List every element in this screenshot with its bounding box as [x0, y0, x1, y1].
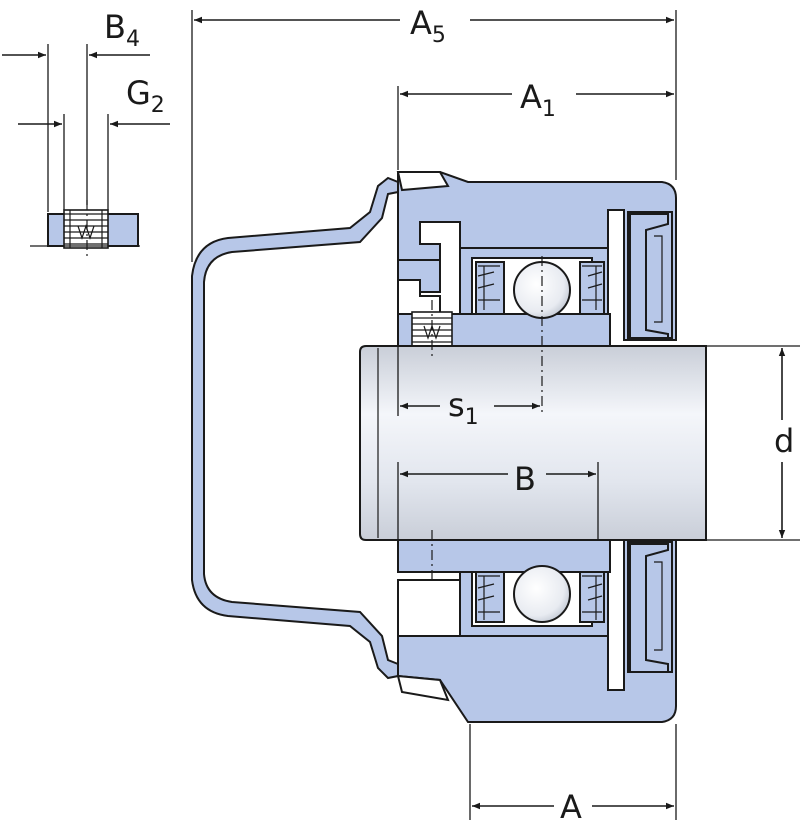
dimension-b4: B4 [2, 8, 150, 212]
seal-lower [627, 541, 673, 673]
dimension-a1: A1 [397, 78, 674, 170]
dimension-a: A [469, 724, 677, 826]
label-g2: G2 [126, 74, 165, 118]
setscrew-detail [30, 200, 140, 256]
label-a: A [560, 788, 582, 826]
inner-ring-lower [397, 539, 611, 573]
shaft [359, 345, 707, 541]
label-s1: s1 [448, 386, 479, 430]
inner-ring-upper [397, 311, 611, 347]
label-d: d [774, 422, 794, 460]
label-a1: A1 [520, 78, 556, 122]
dimension-g2: G2 [18, 74, 170, 210]
dimension-b: B [397, 460, 599, 540]
ball-lower [513, 565, 571, 623]
dimension-d: d [706, 345, 800, 541]
label-b: B [514, 460, 536, 498]
dimension-a5: A5 [191, 4, 677, 262]
label-b4: B4 [104, 8, 140, 52]
bearing-lower [475, 565, 605, 623]
dimension-s1: s1 [397, 346, 540, 430]
setscrew-detail-threads [64, 210, 108, 248]
bearing-upper [475, 261, 605, 319]
seal-upper [627, 211, 673, 339]
label-a5: A5 [410, 4, 446, 48]
